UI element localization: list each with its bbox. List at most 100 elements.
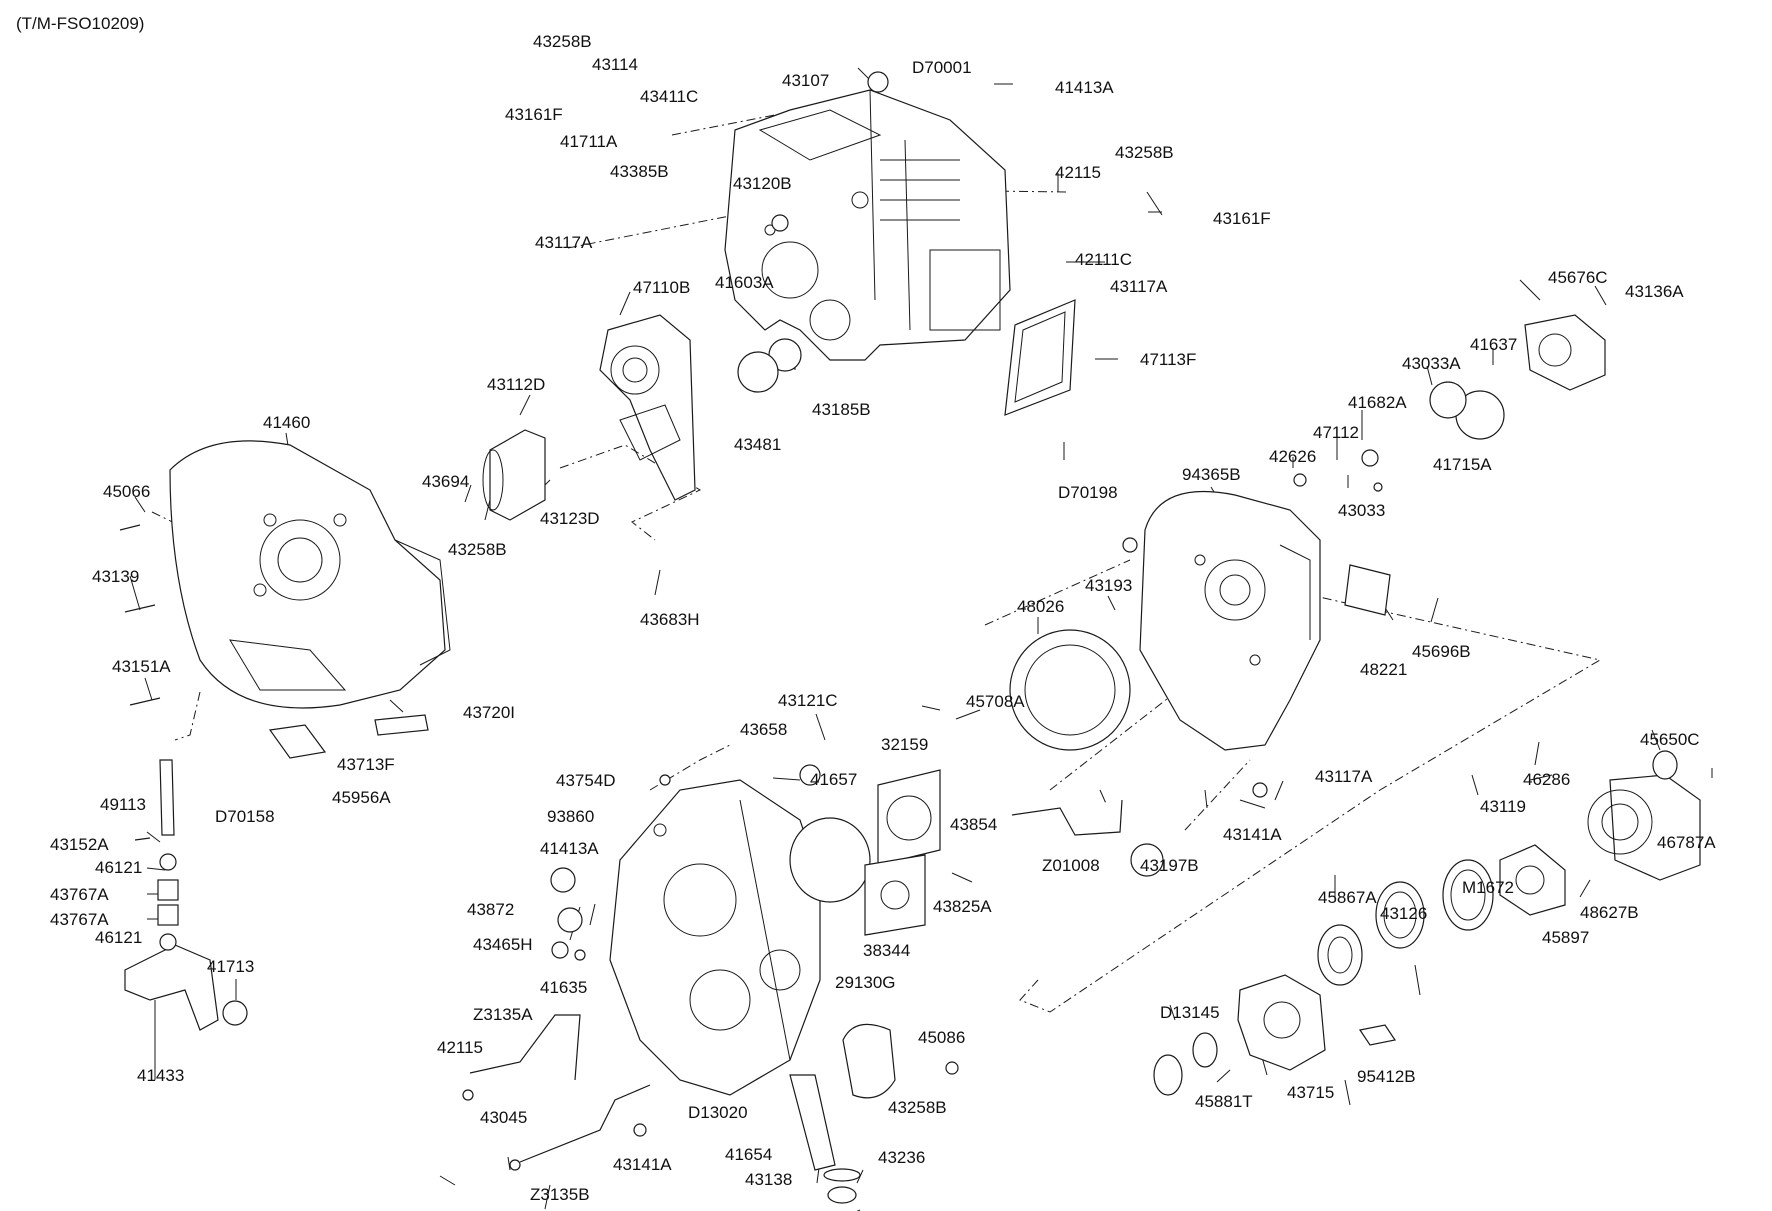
part-label: 41460 [263,413,310,432]
part-label: 45708A [966,692,1025,711]
part-label: 45676C [1548,268,1608,287]
ring-gear-48026 [1009,629,1131,751]
part-label: 43481 [734,435,781,454]
part-label: 45066 [103,482,150,501]
part-label: 41433 [137,1066,184,1085]
part-label: 43121C [778,691,838,710]
part-label: 43193 [1085,576,1132,595]
part-label: 43151A [112,657,171,676]
part-label: 45086 [918,1028,965,1047]
part-label: 43120B [733,174,792,193]
part-label: 46787A [1657,833,1716,852]
part-label: 46121 [95,858,142,877]
part-label: 43152A [50,835,109,854]
part-label: 43411C [640,87,698,106]
pump-45676C [1524,314,1606,391]
part-label: D70198 [1058,483,1118,502]
gasket-47113F [1004,299,1076,416]
part-label: 94365B [1182,465,1241,484]
part-label: 43385B [610,162,669,181]
part-label: 45696B [1412,642,1471,661]
part-label: 43138 [745,1170,792,1189]
nut-D13145 [1153,1032,1218,1096]
part-label: 43713F [337,755,395,774]
rear-housing-94365B [1139,491,1321,751]
seals-bearings [1317,750,1678,986]
part-label: D70158 [215,807,275,826]
sleeve-43112D [482,429,546,521]
lower-case [609,779,821,1096]
part-label: 43126 [1380,904,1427,923]
left-small-parts [119,524,429,951]
part-label: 41635 [540,978,587,997]
pipe-Z3135B [519,1084,651,1163]
flange-48627B [1587,774,1701,881]
part-label: 45881T [1195,1092,1253,1111]
part-label: Z3135A [473,1005,533,1024]
part-label: 48627B [1580,903,1639,922]
part-label: 42111C [1075,250,1132,269]
part-label: 41603A [715,273,774,292]
part-label: 43197B [1140,856,1199,875]
part-label: 43258B [888,1098,947,1117]
part-label: 41711A [560,132,618,151]
part-label: 43112D [487,375,545,394]
housing-43715 [1237,974,1326,1071]
cover-38344 [864,854,926,936]
part-label: 47113F [1140,350,1196,369]
part-label: 48221 [1360,660,1407,679]
part-label: 43236 [878,1148,925,1167]
part-label: 43123D [540,509,600,528]
part-labels: 43258B 43114 43161F 43411C 41711A 43385B… [50,32,1716,1204]
part-label: 43767A [50,885,109,904]
part-label: 43107 [782,71,829,90]
part-label: 43258B [533,32,592,51]
pipe-Z3135A [469,1014,581,1081]
part-label: 43117A [1110,277,1168,296]
part-label: 43141A [1223,825,1282,844]
part-label: 41657 [810,770,857,789]
part-label: 46286 [1523,770,1570,789]
part-label: 43033 [1338,501,1385,520]
sensor-95412B [1359,1024,1396,1046]
gasket-41657 [789,817,871,903]
part-label: 45867A [1318,888,1377,907]
part-label: 48026 [1017,597,1064,616]
part-label: D13145 [1160,1003,1220,1022]
part-label: 43720I [463,703,515,722]
part-label: Z3135B [530,1185,590,1204]
small-fittings [462,71,1505,1204]
part-label: 45897 [1542,928,1589,947]
part-label: 29130G [835,973,896,992]
part-label: 45956A [332,788,391,807]
part-label: D13020 [688,1103,748,1122]
part-label: 43258B [448,540,507,559]
cover-32159 [877,769,941,866]
part-label: 43185B [812,400,871,419]
part-label: 41713 [207,957,254,976]
retainer-43119 [1499,844,1566,916]
part-label: 47110B [633,278,690,297]
shift-fork-41433 [124,944,248,1031]
part-label: 47112 [1313,423,1359,442]
part-label: 43117A [1315,767,1373,786]
diagram-code: (T/M-FSO10209) [16,14,145,33]
part-label: 41413A [1055,78,1114,97]
cover-29130G [842,1023,896,1099]
part-label: Z01008 [1042,856,1100,875]
part-label: 45650C [1640,730,1700,749]
part-label: 49113 [100,795,146,814]
part-label: 43033A [1402,354,1461,373]
part-label: 41413A [540,839,599,858]
cover-47110B [599,314,696,501]
front-housing-41460 [169,440,451,709]
pipe-Z01008 [1011,799,1123,836]
part-label: 93860 [547,807,594,826]
part-label: 43465H [473,935,533,954]
part-label: 43161F [505,105,563,124]
part-label: 43161F [1213,209,1271,228]
part-label: 43139 [92,567,139,586]
part-label: 43872 [467,900,514,919]
part-label: 43117A [535,233,593,252]
